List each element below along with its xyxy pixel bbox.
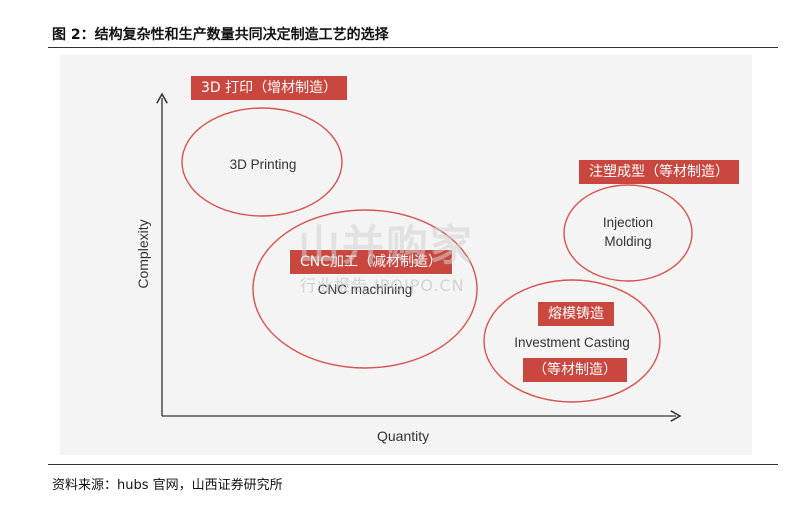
printing-label: 3D Printing xyxy=(229,157,297,172)
cnc-tag: CNC加工（减材制造） xyxy=(289,249,454,275)
injection-tag: 注塑成型（等材制造） xyxy=(579,160,739,184)
casting-tag-secondary: （等材制造） xyxy=(523,358,627,382)
cnc-blob xyxy=(252,209,478,369)
injection-label-line2: Molding xyxy=(604,234,652,249)
printing-blob xyxy=(181,107,343,217)
source-note: 资料来源：hubs 官网，山西证券研究所 xyxy=(52,478,283,493)
bottom-rule xyxy=(48,464,778,465)
watermark-subtext: 行业报告 IPOIPO.CN xyxy=(300,276,465,295)
casting-blob xyxy=(483,279,661,403)
injection-blob xyxy=(563,184,693,282)
x-axis-label: Quantity xyxy=(377,428,430,444)
casting-label: Investment Casting xyxy=(514,335,630,350)
printing-tag: 3D 打印（增材制造） xyxy=(191,76,348,100)
injection-label: Injection Molding xyxy=(578,213,678,251)
top-rule xyxy=(48,47,778,48)
y-axis-label: Complexity xyxy=(135,219,151,289)
figure-title: 图 2：结构复杂性和生产数量共同决定制造工艺的选择 xyxy=(52,27,389,43)
cnc-label: CNC machining xyxy=(317,282,413,297)
injection-label-line1: Injection xyxy=(602,215,654,230)
casting-tag: 熔模铸造 xyxy=(538,302,614,326)
watermark-logo: 山并购家 xyxy=(298,221,475,270)
